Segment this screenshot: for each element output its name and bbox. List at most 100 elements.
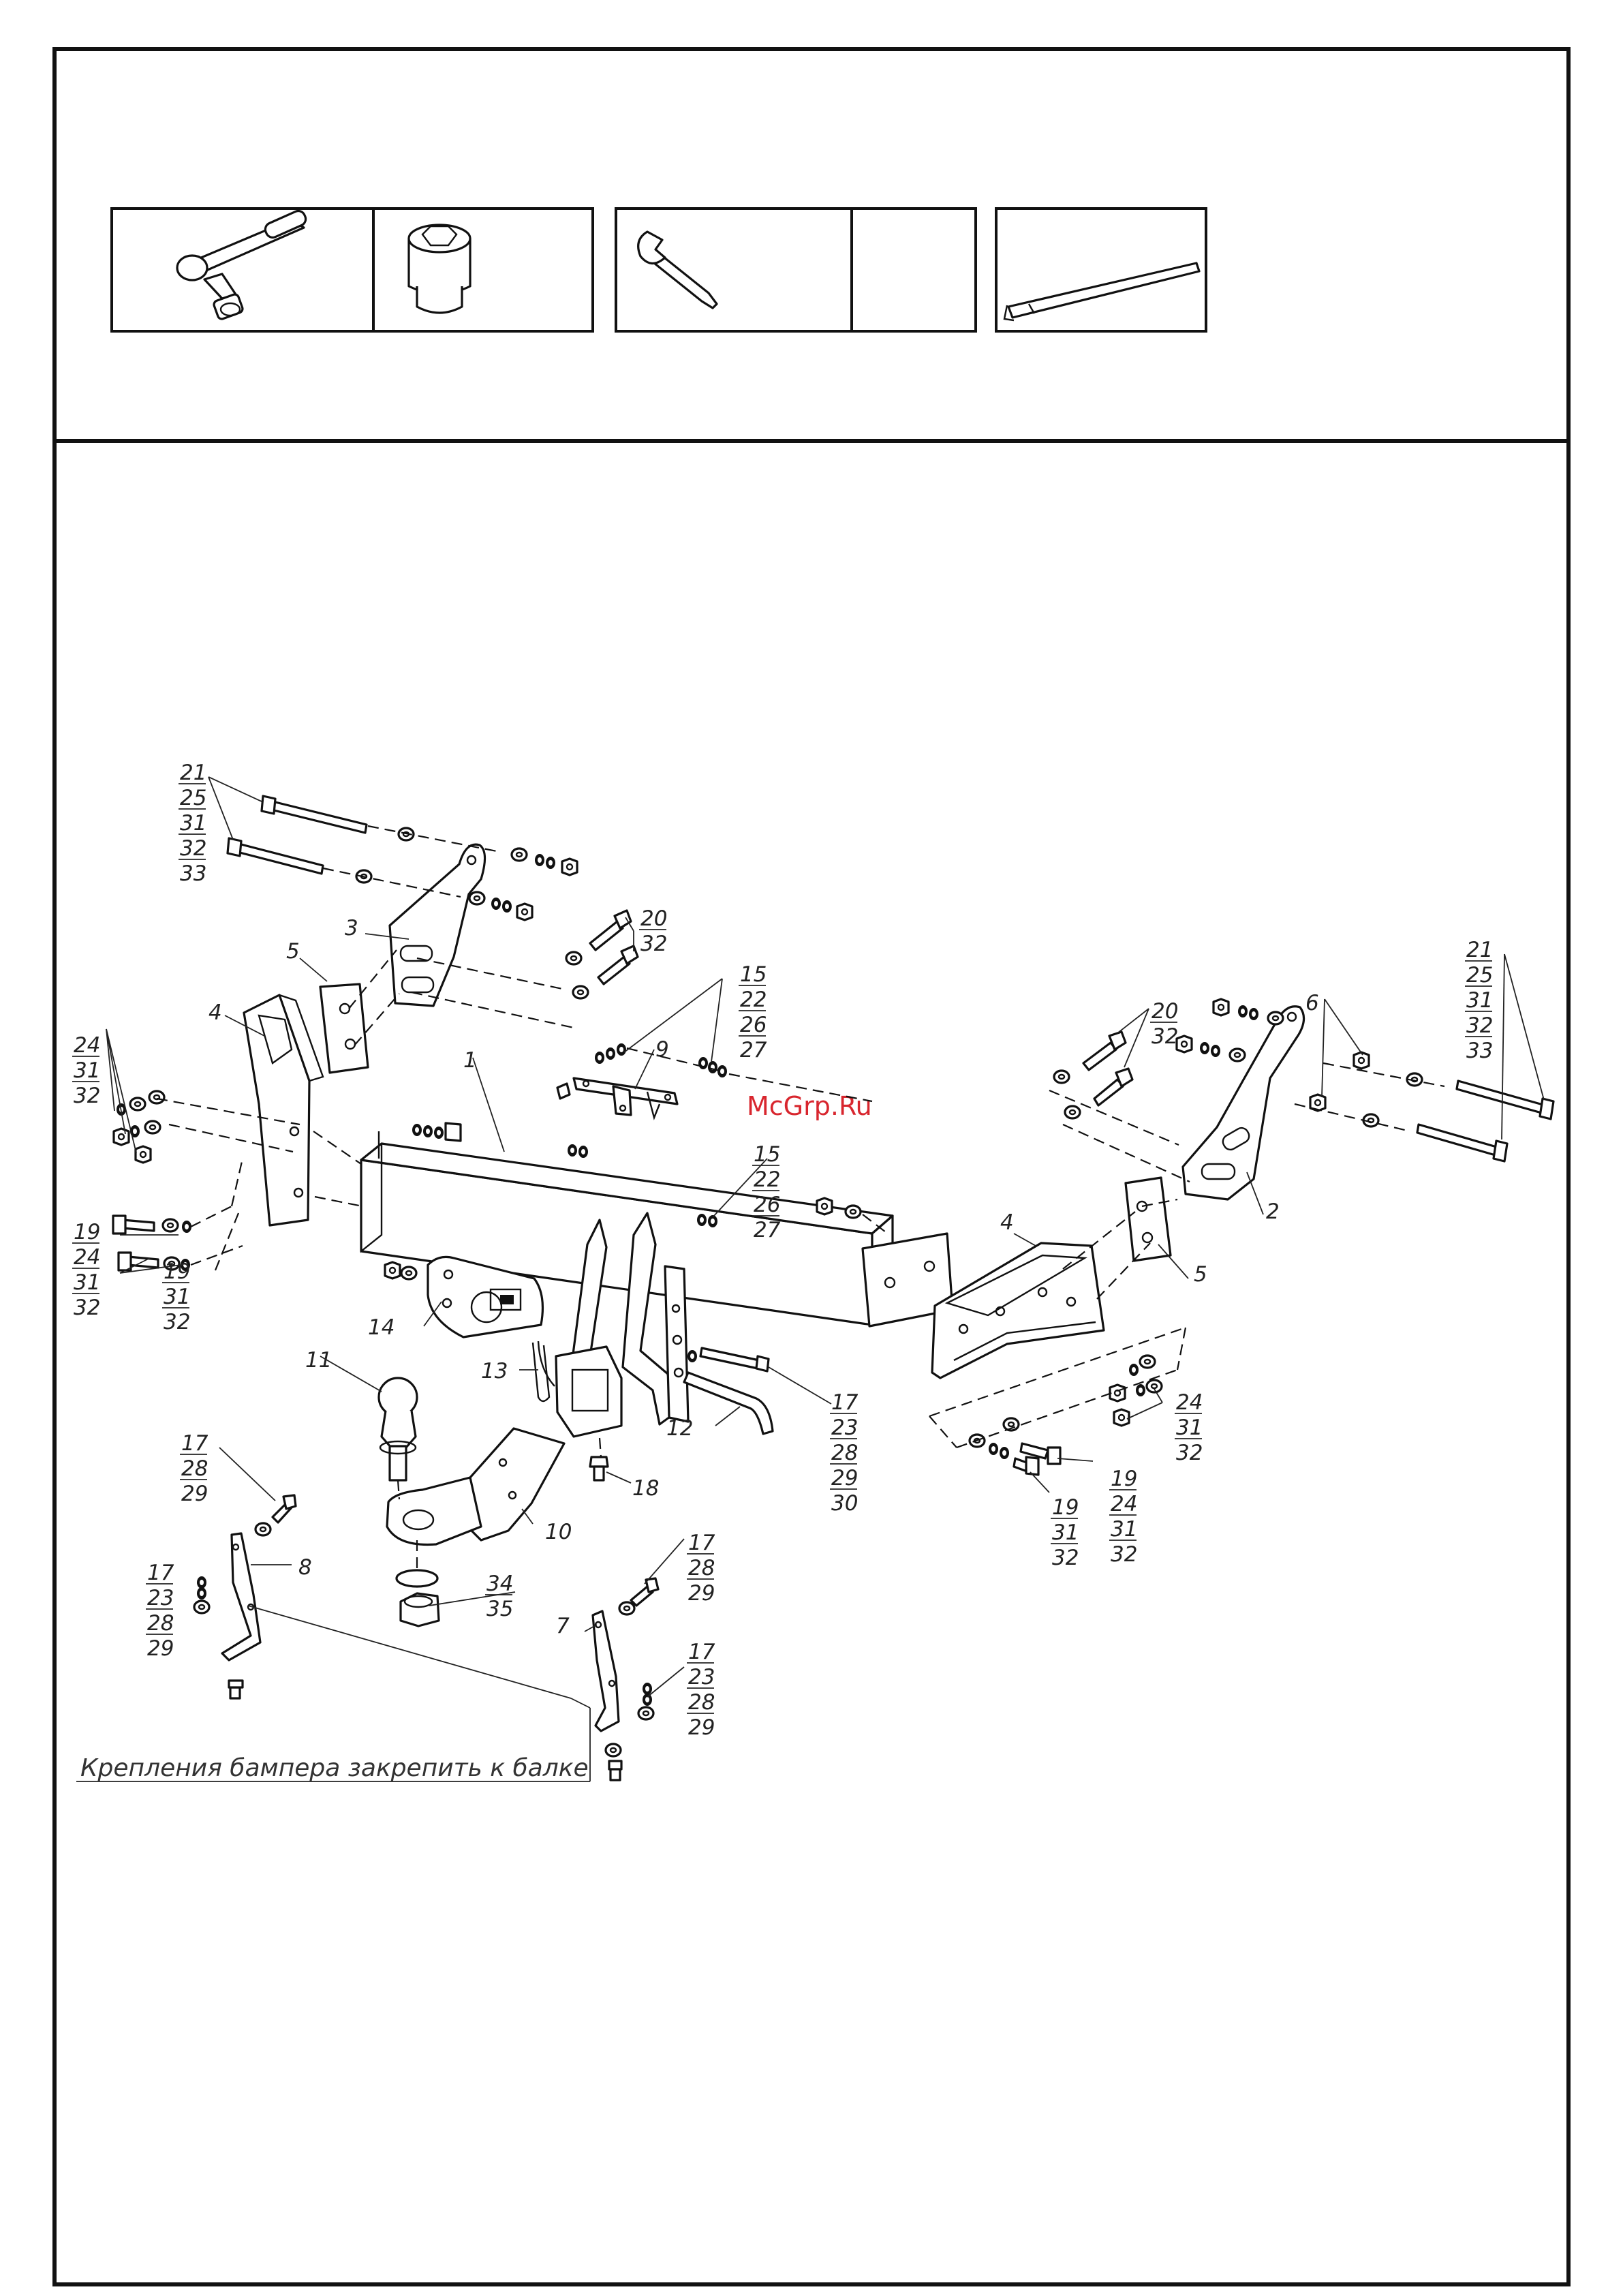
callout-2: 2 bbox=[1266, 1199, 1280, 1224]
bracket-part-4-right bbox=[932, 1243, 1104, 1378]
callout-number: 23 bbox=[831, 1415, 858, 1440]
ball-mount-part-10 bbox=[387, 1428, 564, 1544]
callout-number: 28 bbox=[831, 1441, 858, 1465]
callout-number: 19 bbox=[1111, 1467, 1137, 1491]
callout-13: 13 bbox=[481, 1359, 508, 1383]
callout-number: 32 bbox=[1176, 1441, 1203, 1465]
callout-12: 12 bbox=[666, 1416, 693, 1441]
callout-number: 24 bbox=[74, 1033, 100, 1058]
callout-number: 28 bbox=[147, 1611, 174, 1636]
callout-number: 31 bbox=[180, 811, 206, 836]
callout-number: 31 bbox=[1466, 988, 1493, 1013]
ratchet-wrench-icon bbox=[177, 209, 308, 320]
open-end-wrench-icon bbox=[638, 232, 717, 308]
bracket-part-2 bbox=[1183, 1007, 1304, 1199]
callout-number: 17 bbox=[831, 1390, 859, 1415]
callout-number: 31 bbox=[1052, 1520, 1079, 1545]
callout-10: 10 bbox=[545, 1520, 572, 1544]
callout-18: 18 bbox=[632, 1476, 659, 1501]
callout-number: 23 bbox=[147, 1586, 174, 1610]
callout-stack-left-bolt-19a: 19243132 bbox=[72, 1220, 100, 1320]
callout-5-left: 5 bbox=[286, 939, 300, 964]
callout-number: 22 bbox=[740, 988, 767, 1012]
callout-number: 32 bbox=[180, 836, 206, 861]
callout-number: 23 bbox=[688, 1665, 715, 1689]
callout-number: 29 bbox=[147, 1636, 174, 1661]
callout-5-right: 5 bbox=[1194, 1262, 1207, 1287]
callout-number: 31 bbox=[74, 1058, 100, 1083]
bracket-part-3 bbox=[390, 844, 485, 1006]
callout-number: 15 bbox=[754, 1142, 780, 1167]
callout-number: 28 bbox=[688, 1690, 715, 1715]
callout-number: 29 bbox=[831, 1466, 858, 1490]
callout-number: 30 bbox=[831, 1491, 858, 1516]
callout-4-right: 4 bbox=[1000, 1210, 1014, 1235]
socket-head-icon bbox=[409, 225, 470, 313]
callout-number: 34 bbox=[486, 1572, 513, 1596]
callout-7: 7 bbox=[556, 1614, 570, 1638]
callout-number: 25 bbox=[1466, 963, 1493, 988]
callout-number: 21 bbox=[1466, 938, 1493, 962]
callout-number: 28 bbox=[688, 1556, 715, 1580]
callout-number: 24 bbox=[1111, 1492, 1137, 1516]
callout-11: 11 bbox=[305, 1348, 332, 1373]
callout-3: 3 bbox=[345, 916, 358, 940]
pin-part-12 bbox=[684, 1373, 773, 1434]
tools-panel bbox=[112, 209, 1206, 331]
callout-number: 26 bbox=[754, 1193, 780, 1217]
nuts-part-6 bbox=[1310, 1052, 1554, 1161]
bolts-part-20-left bbox=[566, 910, 638, 998]
callout-number: 32 bbox=[74, 1296, 100, 1320]
bumper-mount-note: Крепления бампера закрепить к балке bbox=[80, 1754, 589, 1782]
plate-part-5-left bbox=[320, 984, 368, 1073]
callout-number: 28 bbox=[181, 1456, 208, 1481]
bumper-bracket-part-8 bbox=[222, 1533, 260, 1698]
bracket-part-4-left bbox=[244, 995, 323, 1225]
callout-number: 17 bbox=[147, 1561, 174, 1585]
callout-8: 8 bbox=[298, 1555, 312, 1580]
callout-number: 29 bbox=[688, 1715, 715, 1740]
tow-ball-part-11 bbox=[379, 1378, 417, 1480]
callout-number: 31 bbox=[164, 1285, 190, 1309]
callout-number: 32 bbox=[1151, 1024, 1178, 1049]
watermark-text: McGrp.Ru bbox=[747, 1091, 872, 1121]
callout-14: 14 bbox=[368, 1315, 395, 1340]
callout-1: 1 bbox=[463, 1048, 477, 1073]
callout-9: 9 bbox=[655, 1037, 669, 1062]
callout-number: 24 bbox=[1176, 1390, 1203, 1415]
callout-number: 17 bbox=[688, 1640, 715, 1664]
nuts-part-24-left bbox=[114, 1091, 164, 1163]
callout-number: 29 bbox=[688, 1581, 715, 1606]
callout-number: 20 bbox=[1151, 999, 1178, 1024]
callout-4-left: 4 bbox=[208, 1000, 222, 1025]
nut-part-35 bbox=[397, 1570, 439, 1626]
callout-number: 32 bbox=[1111, 1542, 1137, 1567]
clip-part-13 bbox=[533, 1341, 555, 1401]
callout-stack-bracket7-top: 172829 bbox=[687, 1531, 715, 1606]
callout-number: 32 bbox=[1052, 1546, 1079, 1570]
callout-number: 17 bbox=[688, 1531, 715, 1555]
callout-number: 27 bbox=[754, 1218, 781, 1242]
callout-number: 31 bbox=[1111, 1517, 1137, 1542]
callout-number: 29 bbox=[181, 1482, 208, 1506]
plate-part-5-right bbox=[1126, 1178, 1171, 1261]
callout-number: 15 bbox=[740, 962, 767, 987]
pry-bar-icon bbox=[1004, 263, 1199, 320]
callout-number: 33 bbox=[1466, 1039, 1493, 1063]
callout-number: 21 bbox=[180, 761, 206, 785]
callout-number: 32 bbox=[74, 1084, 100, 1108]
exploded-assembly-drawing: 1 2 3 4 4 5 5 6 7 8 9 10 11 12 13 14 18 … bbox=[72, 761, 1554, 1782]
callout-number: 27 bbox=[740, 1038, 767, 1062]
callout-number: 31 bbox=[74, 1270, 100, 1295]
callout-number: 33 bbox=[180, 861, 206, 886]
bolts-part-20-right bbox=[1054, 1032, 1132, 1118]
